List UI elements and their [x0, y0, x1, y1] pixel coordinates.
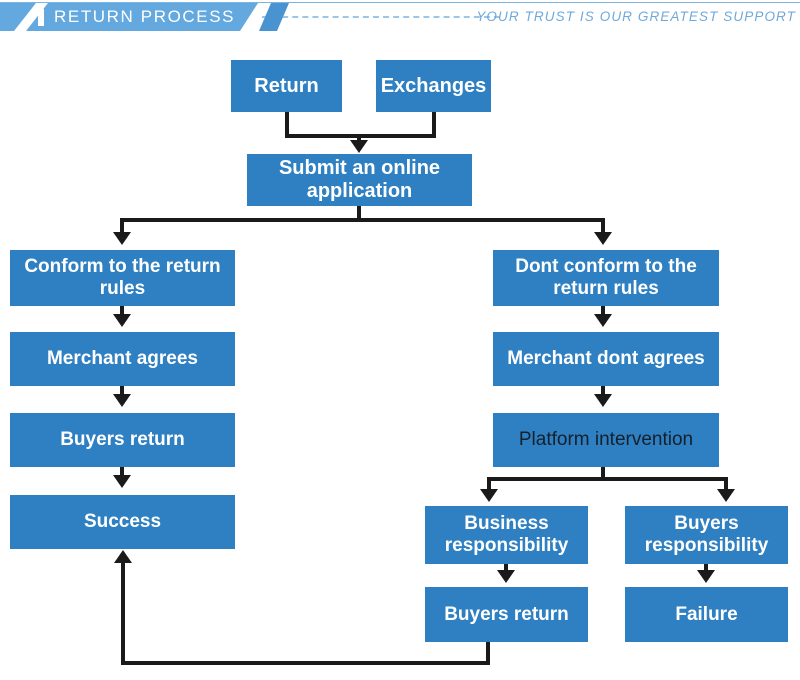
arrow-into-success: [113, 475, 131, 488]
header-bullet-icon: [38, 9, 44, 26]
edge-split-right: [601, 218, 605, 236]
edge-buyers-return-left-drop: [120, 467, 124, 479]
node-success[interactable]: Success: [10, 495, 235, 549]
arrow-into-failure: [697, 570, 715, 583]
edge-split-bar: [120, 218, 605, 222]
arrow-into-buyers-return-right: [497, 570, 515, 583]
arrow-feedback-into-success: [114, 550, 132, 563]
edge-feedback-across: [121, 661, 490, 665]
node-exchanges[interactable]: Exchanges: [376, 60, 491, 112]
edge-platform-split-bar: [487, 477, 728, 481]
edge-platform-split-right: [724, 477, 728, 493]
node-business-responsibility[interactable]: Business responsibility: [425, 506, 588, 564]
page-header: RETURN PROCESS YOUR TRUST IS OUR GREATES…: [0, 0, 800, 36]
edge-buyers-resp-drop: [704, 564, 708, 574]
header-tagline: YOUR TRUST IS OUR GREATEST SUPPORT: [476, 9, 796, 24]
node-dont-conform-return-rules[interactable]: Dont conform to the return rules: [493, 250, 719, 306]
arrow-into-merchant-agrees: [113, 314, 131, 327]
header-top-rule: [0, 2, 800, 3]
arrow-into-buyers-responsibility: [717, 489, 735, 502]
edge-dont-conform-drop: [601, 306, 605, 318]
edge-exchanges-stub: [432, 112, 436, 138]
node-platform-intervention[interactable]: Platform intervention: [493, 413, 719, 467]
node-buyers-return-right[interactable]: Buyers return: [425, 587, 588, 642]
node-conform-return-rules[interactable]: Conform to the return rules: [10, 250, 235, 306]
edge-business-resp-drop: [504, 564, 508, 574]
edge-submit-drop: [357, 206, 361, 222]
arrow-into-dont-conform: [594, 232, 612, 245]
edge-feedback-up: [121, 563, 125, 661]
arrow-into-submit: [350, 140, 368, 153]
edge-merchant-agrees-drop: [120, 386, 124, 398]
edge-conform-drop: [120, 306, 124, 318]
node-submit-application[interactable]: Submit an online application: [247, 154, 472, 206]
arrow-into-conform: [113, 232, 131, 245]
node-merchant-agrees[interactable]: Merchant agrees: [10, 332, 235, 386]
arrow-into-platform-intervention: [594, 394, 612, 407]
arrow-into-buyers-return-left: [113, 394, 131, 407]
arrow-into-merchant-dont-agrees: [594, 314, 612, 327]
node-buyers-return-left[interactable]: Buyers return: [10, 413, 235, 467]
node-merchant-dont-agrees[interactable]: Merchant dont agrees: [493, 332, 719, 386]
edge-feedback-down: [486, 642, 490, 665]
edge-split-left: [120, 218, 124, 236]
arrow-into-business-responsibility: [480, 489, 498, 502]
header-dashed-rule: [262, 16, 500, 18]
edge-platform-split-left: [487, 477, 491, 493]
page-title: RETURN PROCESS: [54, 7, 236, 26]
edge-platform-drop: [601, 467, 605, 481]
edge-return-stub: [285, 112, 289, 138]
node-buyers-responsibility[interactable]: Buyers responsibility: [625, 506, 788, 564]
edge-merchant-dont-drop: [601, 386, 605, 398]
node-return[interactable]: Return: [231, 60, 342, 112]
node-failure[interactable]: Failure: [625, 587, 788, 642]
